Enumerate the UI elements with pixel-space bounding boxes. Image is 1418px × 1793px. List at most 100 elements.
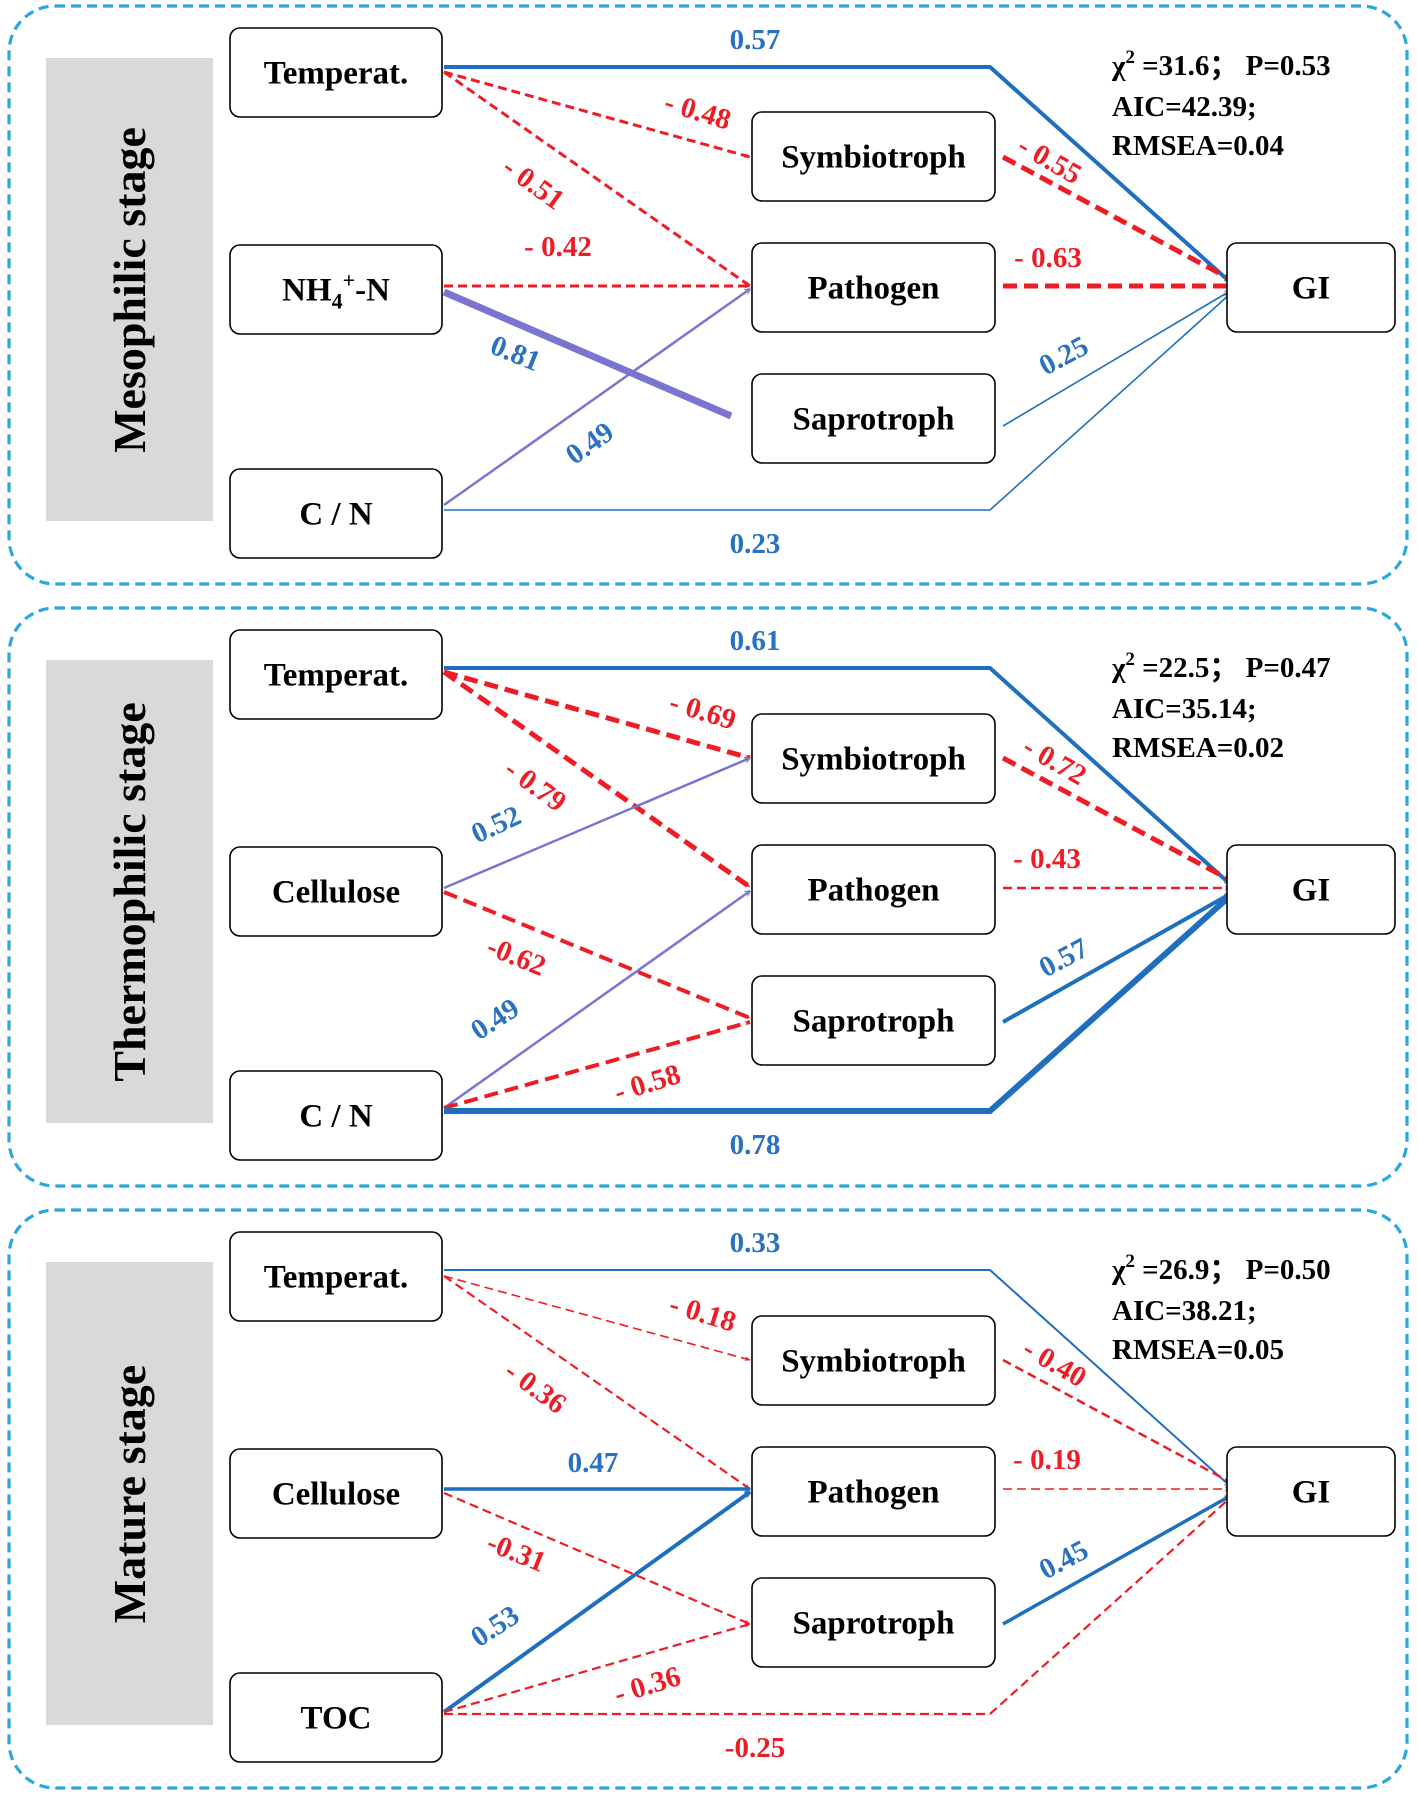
coef-label-temperat-to-symbiotroph: - 0.18	[666, 1288, 740, 1338]
node-symbiotroph: Symbiotroph	[751, 1315, 996, 1406]
node-pathogen-box	[751, 844, 996, 935]
path-saprotroph-to-gi	[1002, 291, 1230, 427]
node-temperat: Temperat.	[229, 629, 443, 720]
coef-label-temperat-to-symbiotroph: - 0.69	[666, 686, 740, 736]
node-temperat-label: Temperat.	[264, 56, 409, 92]
node-nh4-n: NH4+-N	[229, 244, 443, 335]
node-pathogen-box	[751, 1446, 996, 1537]
node-toc-box	[229, 1672, 443, 1763]
path-saprotroph-to-gi	[1002, 892, 1230, 1024]
path-toc-to-pathogen	[442, 1490, 750, 1714]
node-pathogen-label: Pathogen	[808, 271, 940, 307]
stat-rmsea: RMSEA=0.05	[1112, 1334, 1284, 1366]
node-pathogen: Pathogen	[751, 844, 996, 935]
coef-label-temperat-to-pathogen: - 0.36	[499, 1355, 573, 1421]
coef-label-temperat-to-gi: 0.33	[730, 1227, 781, 1259]
node-gi-label: GI	[1292, 873, 1331, 909]
node-c-n-box	[229, 468, 443, 559]
path-c-n-to-pathogen	[443, 287, 750, 507]
coef-label-temperat-to-gi: 0.57	[730, 24, 781, 56]
stage-title: Mature stage	[104, 1365, 155, 1623]
node-cellulose-box	[229, 846, 443, 937]
path-temperat-to-gi	[444, 1269, 1230, 1486]
stage-label-background	[46, 58, 213, 521]
node-saprotroph-label: Saprotroph	[792, 402, 954, 438]
node-cellulose-label: Cellulose	[272, 1477, 400, 1513]
node-c-n-box	[229, 1070, 443, 1161]
coef-label-toc-to-saprotroph: - 0.36	[610, 1660, 684, 1710]
node-gi: GI	[1226, 242, 1396, 333]
node-temperat-box	[229, 1231, 443, 1322]
path-toc-to-gi	[444, 1497, 1231, 1716]
coef-label-toc-to-gi: -0.25	[725, 1732, 785, 1764]
node-c-n: C / N	[229, 468, 443, 559]
stage-label-background	[46, 1262, 213, 1725]
path-temperat-to-symbiotroph	[443, 1275, 751, 1361]
node-cellulose: Cellulose	[229, 1448, 443, 1539]
node-saprotroph-box	[751, 1577, 996, 1668]
node-temperat: Temperat.	[229, 1231, 443, 1322]
node-temperat-label: Temperat.	[264, 658, 409, 694]
node-pathogen-label: Pathogen	[808, 873, 940, 909]
path-cellulose-to-symbiotroph	[443, 756, 750, 890]
node-cellulose-label: Cellulose	[272, 875, 400, 911]
stage-title: Thermophilic stage	[104, 702, 155, 1081]
node-saprotroph-box	[751, 975, 996, 1066]
stage-label: Mesophilic stage	[46, 58, 213, 521]
node-gi-box	[1226, 242, 1396, 333]
coef-label-c-n-to-saprotroph: - 0.58	[610, 1058, 684, 1108]
node-pathogen-box	[751, 242, 996, 333]
panel-border	[7, 4, 1409, 586]
stat-chi-square: χ2 =26.9； P=0.50	[1111, 1251, 1331, 1286]
coef-label-cellulose-to-saprotroph: -0.62	[482, 931, 550, 983]
node-gi-box	[1226, 1446, 1396, 1537]
coef-label-saprotroph-to-gi: 0.25	[1034, 330, 1094, 382]
stat-chi-square: χ2 =22.5； P=0.47	[1111, 649, 1331, 684]
coef-label-temperat-to-symbiotroph: - 0.48	[661, 86, 735, 136]
path-c-n-to-pathogen	[443, 889, 750, 1110]
path-symbiotroph-to-gi	[1002, 1358, 1231, 1484]
coef-label-nh4-n-to-pathogen: - 0.42	[524, 231, 592, 263]
node-pathogen: Pathogen	[751, 242, 996, 333]
node-nh4-n-box	[229, 244, 443, 335]
coef-label-pathogen-to-gi: - 0.43	[1013, 843, 1081, 875]
node-c-n-label: C / N	[299, 1099, 373, 1135]
panel-border	[7, 606, 1409, 1188]
coef-label-symbiotroph-to-gi: - 0.40	[1017, 1332, 1092, 1394]
node-temperat-box	[229, 27, 443, 118]
node-gi-box	[1226, 844, 1396, 935]
stat-chi-square: χ2 =31.6； P=0.53	[1111, 47, 1331, 82]
node-saprotroph: Saprotroph	[751, 975, 996, 1066]
stage-label: Mature stage	[46, 1262, 213, 1725]
path-symbiotroph-to-gi	[1001, 755, 1232, 883]
coef-label-temperat-to-gi: 0.61	[730, 625, 781, 657]
node-saprotroph: Saprotroph	[751, 373, 996, 464]
path-saprotroph-to-gi	[1002, 1494, 1230, 1626]
path-c-n-to-saprotroph	[443, 1020, 751, 1110]
node-symbiotroph-box	[751, 1315, 996, 1406]
node-cellulose-box	[229, 1448, 443, 1539]
coef-label-cellulose-to-symbiotroph: 0.52	[466, 800, 526, 850]
coef-label-symbiotroph-to-gi: - 0.72	[1017, 730, 1092, 792]
path-temperat-to-gi	[444, 666, 1232, 886]
path-c-n-to-gi	[444, 294, 1230, 511]
path-temperat-to-pathogen	[443, 1275, 751, 1490]
node-gi: GI	[1226, 1446, 1396, 1537]
node-symbiotroph-box	[751, 111, 996, 202]
coef-label-temperat-to-pathogen: - 0.51	[497, 151, 571, 217]
path-temperat-to-symbiotroph	[443, 669, 751, 761]
node-temperat-box	[229, 629, 443, 720]
path-temperat-to-symbiotroph	[443, 70, 751, 159]
path-symbiotroph-to-gi	[1001, 154, 1232, 282]
node-pathogen: Pathogen	[751, 1446, 996, 1537]
node-toc-label: TOC	[301, 1701, 372, 1737]
node-gi-label: GI	[1292, 271, 1331, 307]
coef-label-c-n-to-pathogen: 0.49	[465, 992, 525, 1046]
path-c-n-to-gi	[444, 893, 1233, 1114]
